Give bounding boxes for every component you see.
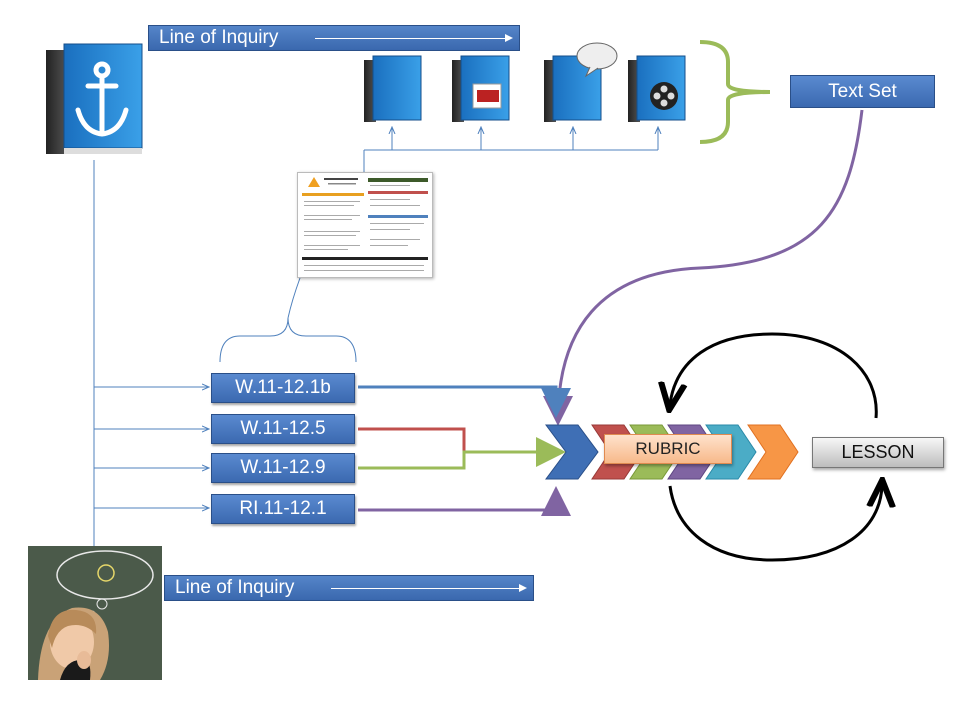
cycle-arrow-bottom xyxy=(668,486,882,562)
standard-ri-11-12-1: RI.11-12.1 xyxy=(211,494,355,524)
standards-brace xyxy=(219,317,357,363)
film-reel-book-icon xyxy=(628,55,686,122)
text-set-box: Text Set xyxy=(790,75,935,108)
standard-w-11-12-5: W.11-12.5 xyxy=(211,414,355,444)
lesson-box: LESSON xyxy=(812,437,944,468)
plain-book-icon xyxy=(364,55,422,122)
cycle-arrow-top xyxy=(670,332,878,419)
anchor-book-icon xyxy=(46,43,143,154)
line-of-inquiry-top: Line of Inquiry xyxy=(148,25,520,51)
line-of-inquiry-bottom-arrow xyxy=(331,584,527,592)
line-of-inquiry-top-label: Line of Inquiry xyxy=(159,27,279,48)
thinking-student-image xyxy=(28,546,162,680)
doc-to-books-connectors xyxy=(363,128,658,172)
connector-w9 xyxy=(358,437,566,470)
jpeg-book-icon xyxy=(452,55,510,122)
line-of-inquiry-bottom: Line of Inquiry xyxy=(164,575,534,601)
connector-w5 xyxy=(358,427,466,460)
connector-w1b xyxy=(358,385,571,418)
line-of-inquiry-top-arrow xyxy=(315,34,513,42)
trunk-branches xyxy=(94,387,208,508)
worksheet-document-icon xyxy=(297,172,433,278)
text-set-brace xyxy=(699,40,771,144)
text-set-curve-arrow xyxy=(543,109,864,426)
speech-bubble-book-icon xyxy=(544,42,618,122)
line-of-inquiry-bottom-label: Line of Inquiry xyxy=(175,577,295,598)
standard-w-11-12-9: W.11-12.9 xyxy=(211,453,355,483)
connector-ri1 xyxy=(358,486,571,516)
standard-w-11-12-1b: W.11-12.1b xyxy=(211,373,355,403)
rubric-box: RUBRIC xyxy=(604,434,732,464)
